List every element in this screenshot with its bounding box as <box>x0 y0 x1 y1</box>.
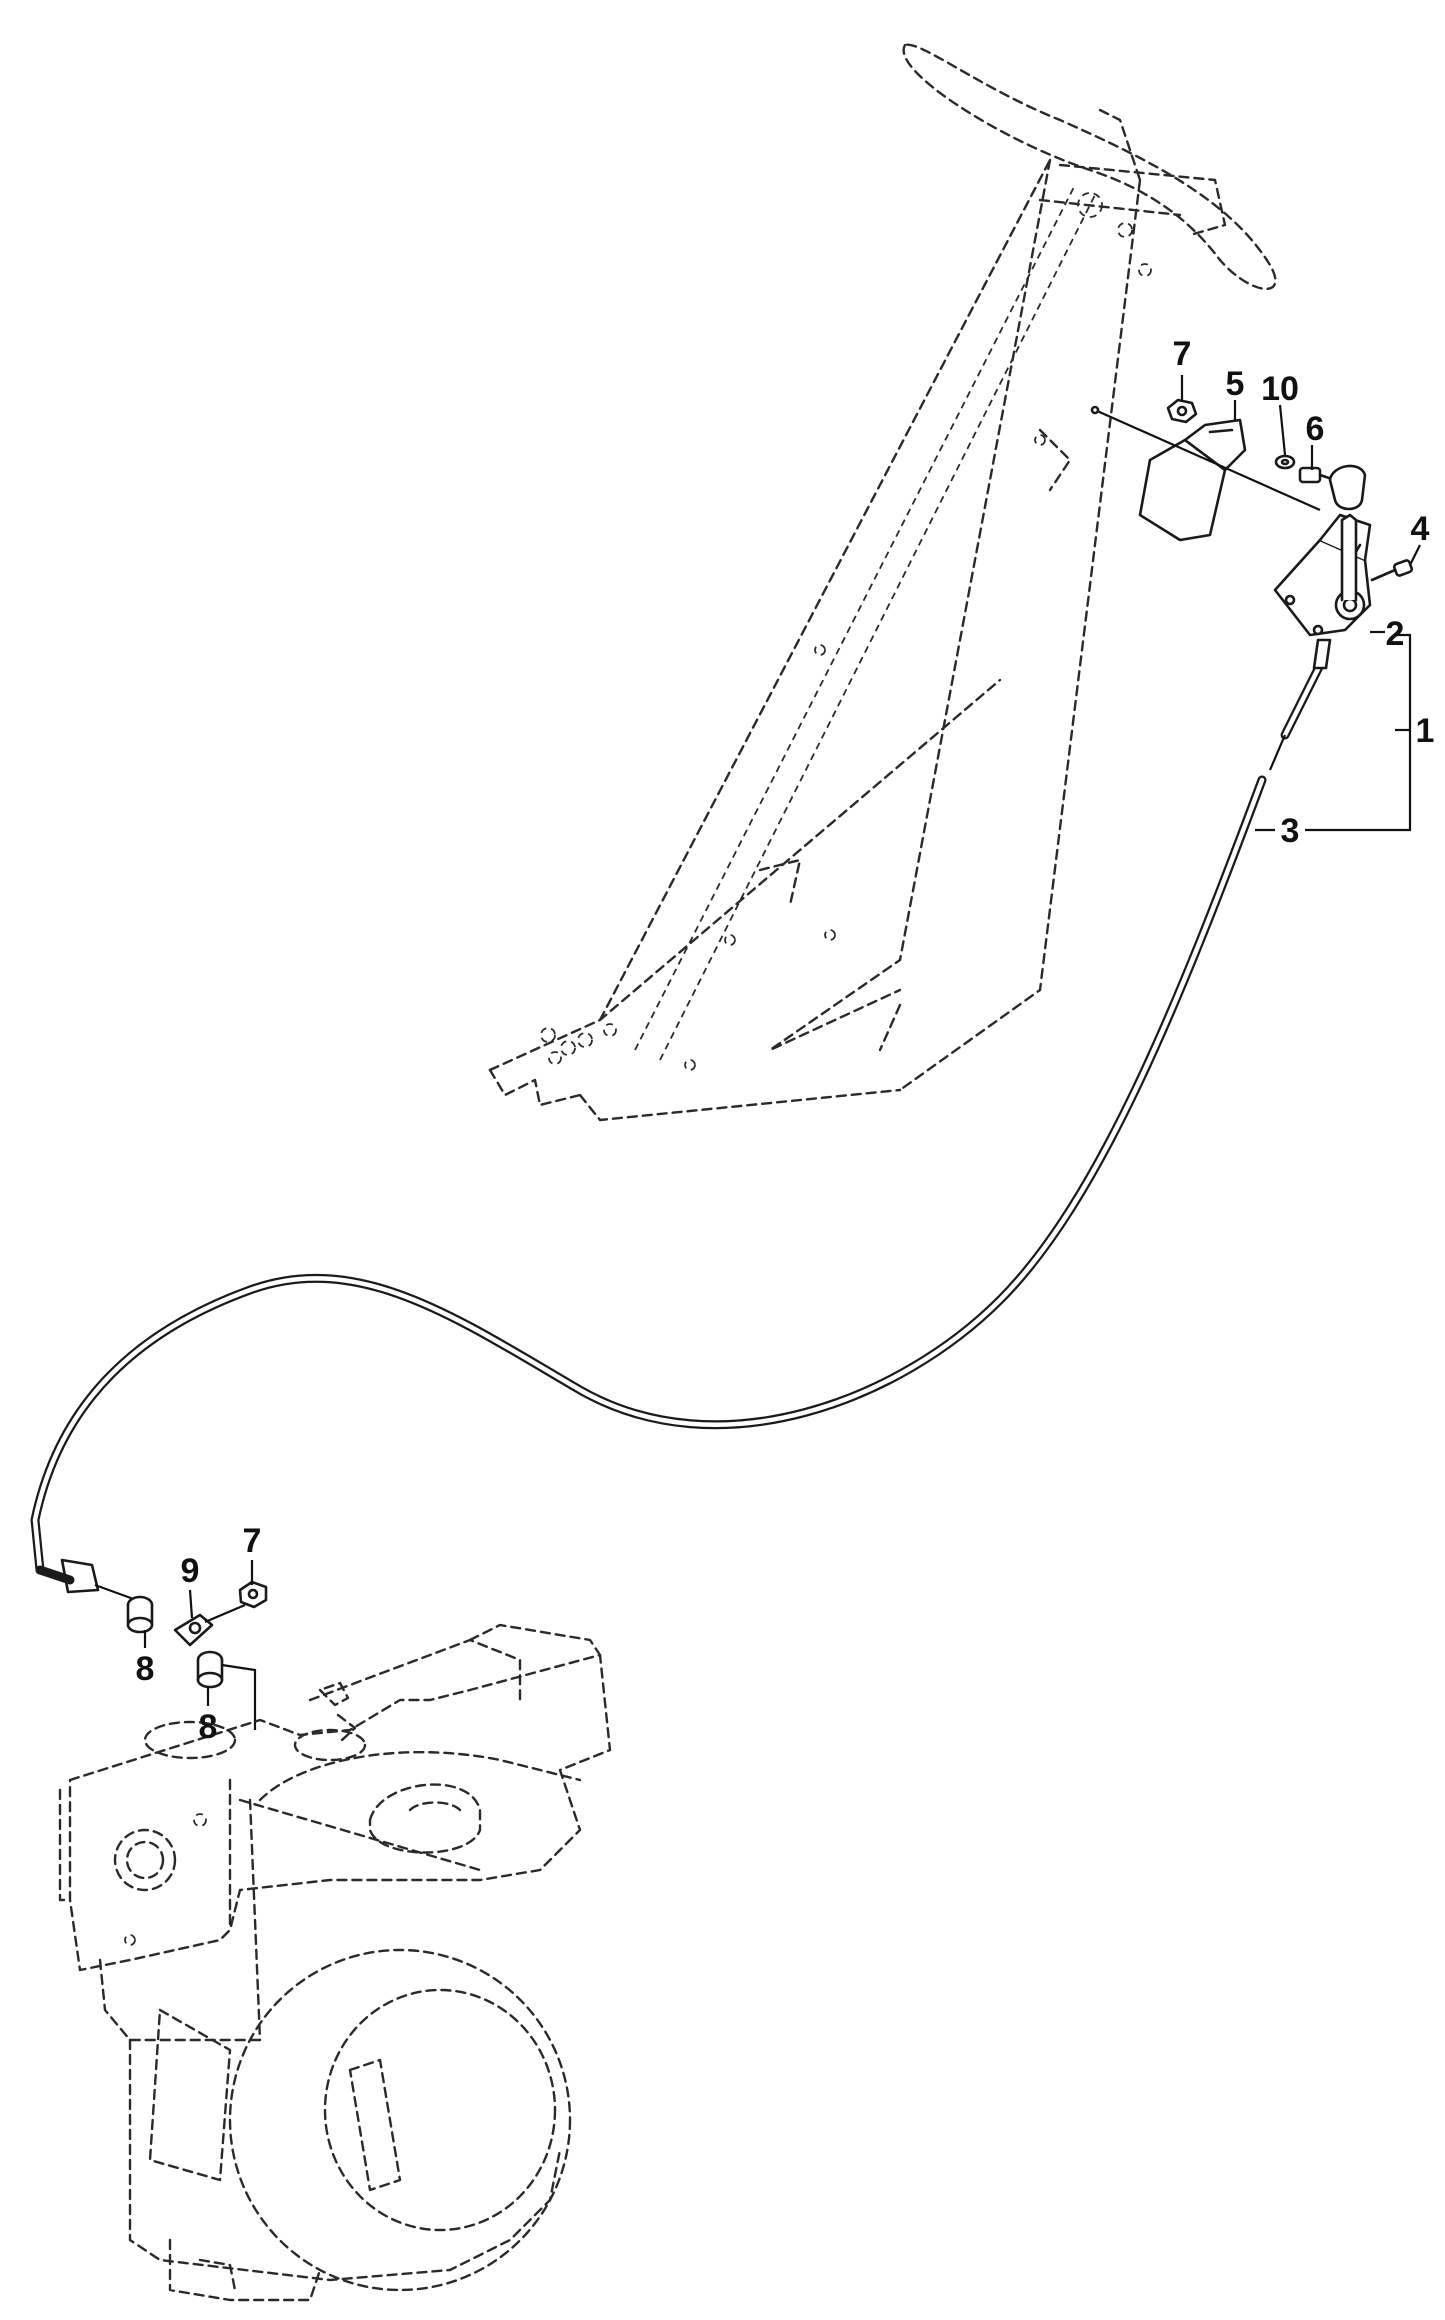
handle-frame-outline <box>488 43 1277 1122</box>
cable-clamp-screw-right[interactable] <box>196 1650 224 1689</box>
throttle-cable[interactable] <box>30 638 1332 1607</box>
washer[interactable] <box>1274 454 1296 470</box>
callout-5: 5 <box>1226 365 1245 403</box>
lever-screw[interactable] <box>1370 559 1414 582</box>
engine-outline <box>58 1623 612 2302</box>
nut-top[interactable] <box>1166 398 1198 424</box>
nut-bottom[interactable] <box>238 1580 268 1609</box>
callout-7-bottom: 7 <box>243 1522 262 1560</box>
callout-9: 9 <box>181 1552 200 1590</box>
assembly-axis-line <box>1094 408 1321 512</box>
mounting-bracket[interactable] <box>1138 418 1247 542</box>
cable-clamp-screw-left[interactable] <box>126 1595 154 1634</box>
callout-4: 4 <box>1411 510 1430 548</box>
cable-swivel[interactable] <box>173 1603 246 1647</box>
throttle-lever-assembly[interactable] <box>1273 464 1372 637</box>
callout-7-top: 7 <box>1173 335 1192 373</box>
callout-1: 1 <box>1416 712 1435 750</box>
callout-2: 2 <box>1386 615 1405 653</box>
callout-10: 10 <box>1261 370 1299 408</box>
callout-8-right: 8 <box>199 1708 218 1746</box>
callout-8-left: 8 <box>136 1650 155 1688</box>
callout-6: 6 <box>1306 410 1325 448</box>
clamp-leader <box>221 1663 257 1730</box>
callout-leaders <box>143 375 1421 1706</box>
frame-mounting-holes <box>540 1027 593 1065</box>
axis-hole <box>1090 405 1100 415</box>
callout-3: 3 <box>1281 812 1300 850</box>
